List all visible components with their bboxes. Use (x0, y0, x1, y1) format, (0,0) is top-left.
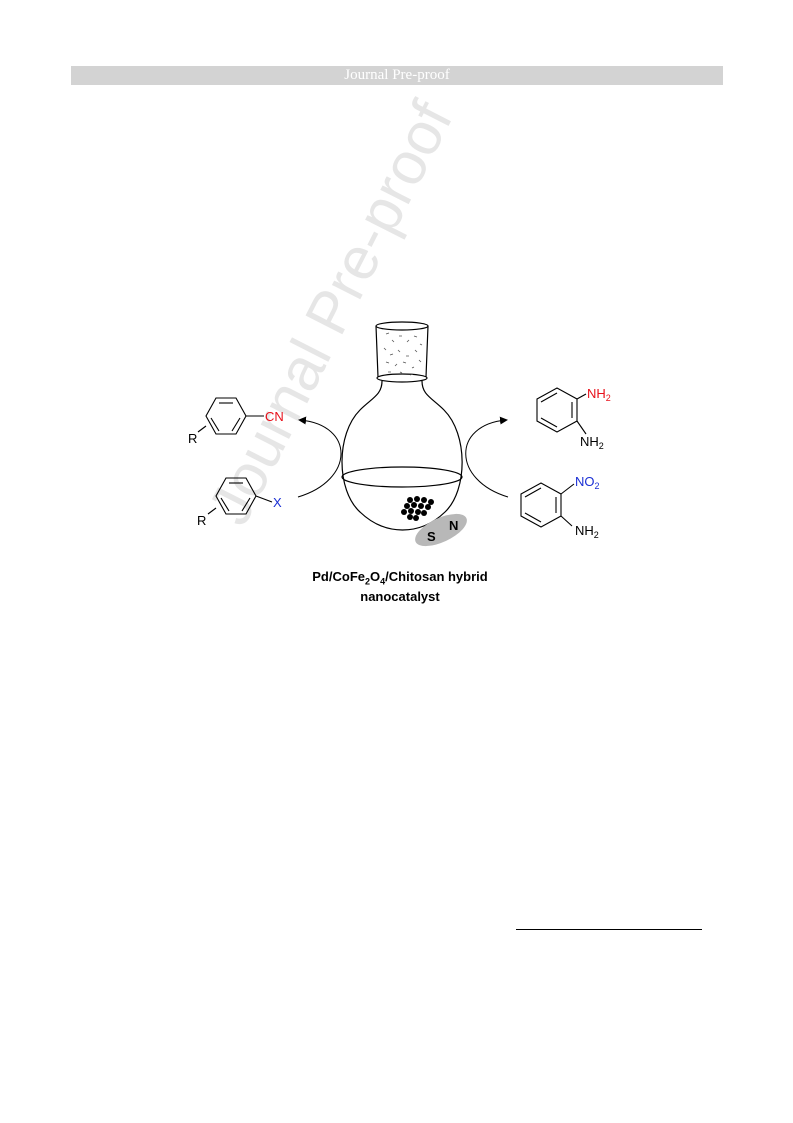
amine-group-bottom-label: NH2 (580, 434, 604, 451)
left-curved-arrow (297, 416, 342, 498)
magnet-pole-s: S (427, 529, 436, 544)
aryl-halide-structure: X R (197, 477, 282, 528)
amine-group-label: NH2 (575, 523, 599, 540)
right-curved-arrow (465, 416, 509, 498)
halide-group-label: X (273, 495, 282, 510)
catalyst-caption-line2: nanocatalyst (360, 589, 440, 604)
nitro-group-label: NO2 (575, 474, 600, 491)
benzonitrile-structure: CN R (188, 397, 284, 446)
nanoparticle-cluster-icon (401, 496, 434, 521)
journal-banner: Journal Pre-proof (71, 66, 723, 85)
nitroaniline-structure: NO2 NH2 (520, 474, 600, 540)
footnote-rule (516, 929, 702, 930)
catalyst-caption-line1: Pd/CoFe2O4/Chitosan hybrid (312, 569, 488, 587)
phenylenediamine-structure: NH2 NH2 (536, 386, 611, 451)
amine-group-top-label: NH2 (587, 386, 611, 403)
catalyst-powder-icon (383, 332, 423, 376)
nitrile-group-label: CN (265, 409, 284, 424)
substituent-r-label: R (197, 513, 206, 528)
magnet-icon: S N (415, 513, 467, 547)
flask-icon (341, 321, 463, 531)
substituent-r-label: R (188, 431, 197, 446)
magnet-pole-n: N (449, 518, 458, 533)
